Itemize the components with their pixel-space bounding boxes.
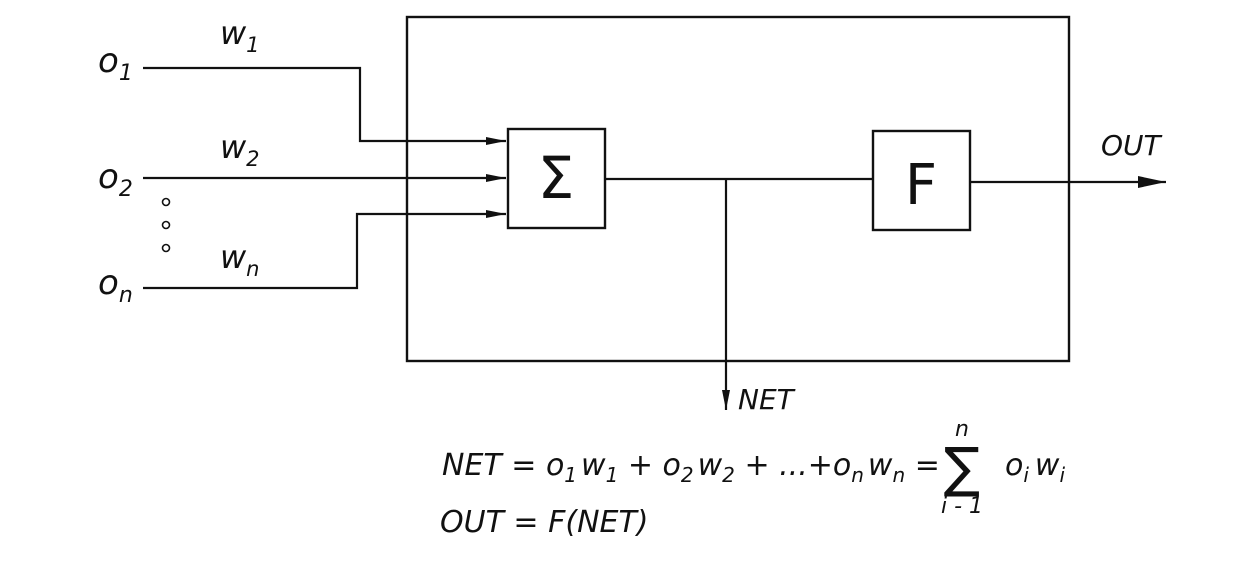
ellipsis-dot [161, 197, 171, 207]
sigma-symbol: Σ [538, 144, 575, 212]
out-equation: OUT = F(NET) [440, 505, 649, 540]
summation-block [506, 127, 607, 230]
input-line-n [143, 210, 506, 290]
input-line-1 [143, 66, 506, 145]
net-label: NET [738, 383, 796, 416]
activation-block [871, 129, 972, 232]
sum-upper-limit: n [955, 417, 969, 442]
weight-label-1: w1 [220, 14, 260, 57]
activation-symbol: F [905, 153, 937, 218]
weight-label-n: wn [220, 238, 259, 281]
input-label-2: o2 [98, 157, 133, 202]
input-label-1: o1 [98, 41, 133, 86]
sum-lower-limit: i - 1 [941, 494, 983, 519]
weight-label-2: w2 [220, 128, 260, 171]
out-label: OUT [1101, 129, 1163, 162]
sum-symbol: ∑ [944, 436, 980, 499]
ellipsis-dot [161, 243, 171, 253]
input-label-n: on [98, 263, 133, 308]
ellipsis-dot [161, 220, 171, 230]
